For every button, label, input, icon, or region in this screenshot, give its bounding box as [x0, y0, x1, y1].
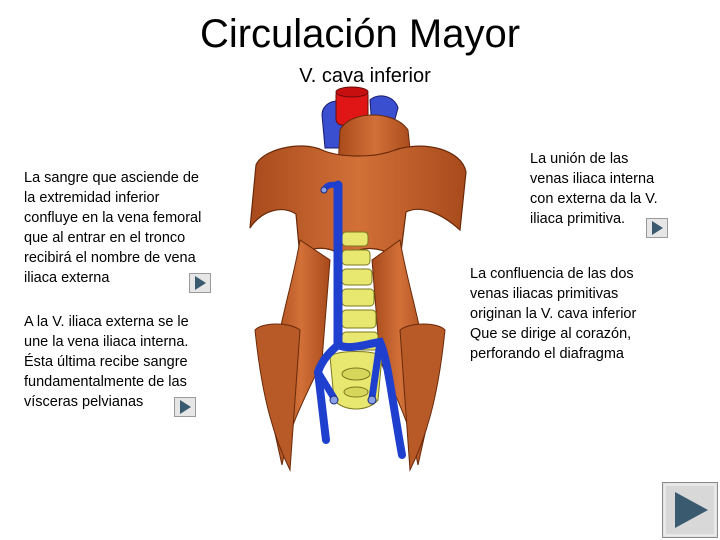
text-vena-cava-inferior: La confluencia de las dos venas iliacas … [470, 266, 637, 362]
text-vena-iliaca-primitiva: La unión de las venas iliaca interna con… [530, 151, 658, 227]
play-button-iliaca-primitiva[interactable] [646, 218, 668, 238]
anatomy-illustration [240, 86, 480, 481]
play-button-femoral[interactable] [189, 273, 211, 293]
slide-subtitle: V. cava inferior [299, 65, 431, 87]
slide-title: Circulación Mayor [199, 12, 521, 56]
play-triangle-icon [646, 218, 668, 238]
play-button-iliaca-interna[interactable] [174, 397, 196, 417]
text-vena-femoral: La sangre que asciende de la extremidad … [24, 170, 202, 286]
text-vena-iliaca-interna: A la V. iliaca externa se le une la vena… [24, 314, 189, 410]
play-triangle-icon [189, 273, 211, 293]
next-slide-button[interactable] [662, 482, 718, 538]
next-slide-icon [662, 482, 718, 538]
play-triangle-icon [174, 397, 196, 417]
